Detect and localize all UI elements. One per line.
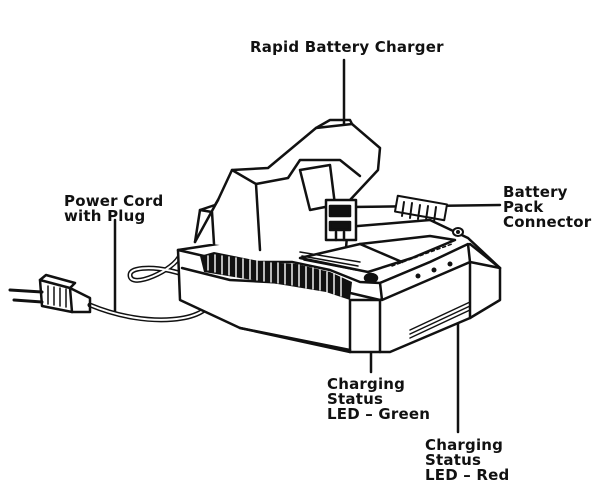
- right-vent-grille: [409, 301, 471, 339]
- diagram-title: Rapid Battery Charger: [250, 38, 444, 56]
- led-green-callout-line3: LED – Green: [327, 405, 431, 423]
- led-green-callout-line2: Status: [327, 390, 384, 408]
- battery-connector-callout-line2: Pack: [503, 198, 544, 216]
- battery-connector-callout-line1: Battery: [503, 183, 568, 201]
- battery-connector-callout: Battery Pack Connector: [503, 185, 591, 230]
- side-vent-grille: [200, 252, 352, 300]
- connector-vents: [393, 194, 449, 223]
- led-green-indicator: [363, 272, 379, 284]
- led-green-callout: Charging Status LED – Green: [327, 377, 430, 422]
- battery-connector-callout-line3: Connector: [503, 213, 592, 231]
- led-green-callout-line1: Charging: [327, 375, 406, 393]
- power-cord-callout-line2: with Plug: [64, 207, 146, 225]
- power-cord-callout: Power Cord with Plug: [64, 194, 163, 224]
- front-vent-grille: [299, 251, 361, 271]
- charger-body: [176, 118, 502, 354]
- led-red-callout: Charging Status LED – Red: [425, 438, 509, 483]
- power-cord-callout-line1: Power Cord: [64, 192, 164, 210]
- led-red-callout-line1: Charging: [425, 436, 504, 454]
- plug: [8, 273, 92, 314]
- led-red-callout-line3: LED – Red: [425, 466, 510, 484]
- panel-icons: [415, 261, 453, 279]
- panel-text-strip: [391, 243, 453, 267]
- led-red-callout-line2: Status: [425, 451, 482, 469]
